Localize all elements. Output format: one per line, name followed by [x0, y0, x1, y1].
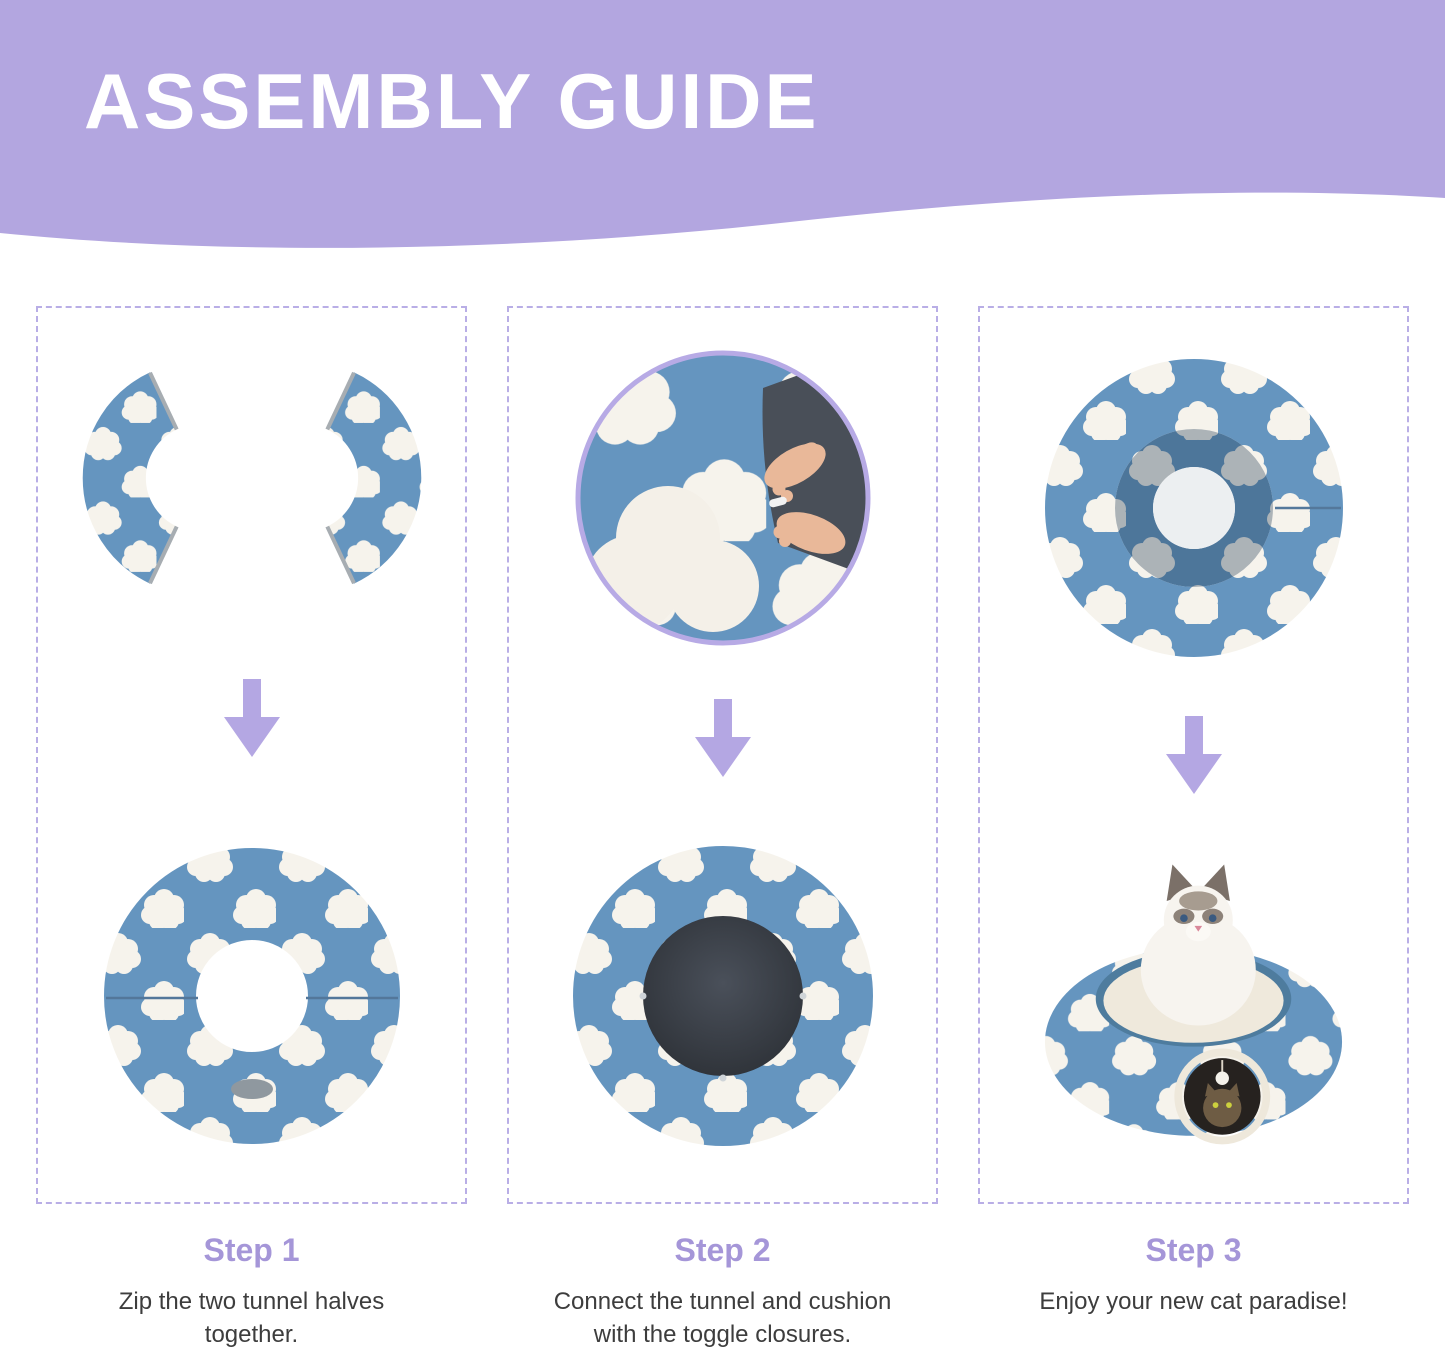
down-arrow-icon [694, 698, 751, 786]
step-2-label: Step 2 [674, 1232, 771, 1268]
step-1-label: Step 1 [203, 1232, 300, 1268]
tunnel-halves-image [82, 348, 422, 608]
toggle-closure-closeup-image [573, 348, 873, 648]
step-3-label: Step 3 [1145, 1232, 1242, 1268]
step-1-caption: Step 1 Zip the two tunnel halves togethe… [36, 1232, 467, 1351]
step-1-panel [36, 306, 467, 1204]
tunnel-top-view-image [1034, 348, 1354, 668]
step-captions: Step 1 Zip the two tunnel halves togethe… [36, 1232, 1409, 1351]
step-2-panel [507, 306, 938, 1204]
step-3-description: Enjoy your new cat paradise! [1039, 1288, 1348, 1315]
steps-panels [36, 306, 1409, 1204]
tunnel-with-cushion-image [563, 836, 883, 1156]
down-arrow-icon [1165, 716, 1222, 803]
step-3-caption: Step 3 Enjoy your new cat paradise! [978, 1232, 1409, 1351]
header-banner: ASSEMBLY GUIDE [0, 0, 1445, 265]
header-wave-shape [0, 0, 1445, 248]
down-arrow-icon [223, 678, 280, 766]
assembled-tunnel-image [92, 836, 412, 1156]
cat-in-tunnel-bed-image [1021, 851, 1366, 1156]
step-1-description: Zip the two tunnel halves together. [118, 1288, 385, 1349]
step-3-panel [978, 306, 1409, 1204]
step-2-caption: Step 2 Connect the tunnel and cushion wi… [507, 1232, 938, 1351]
page-title: ASSEMBLY GUIDE [84, 57, 820, 145]
step-2-description: Connect the tunnel and cushion with the … [553, 1288, 892, 1349]
